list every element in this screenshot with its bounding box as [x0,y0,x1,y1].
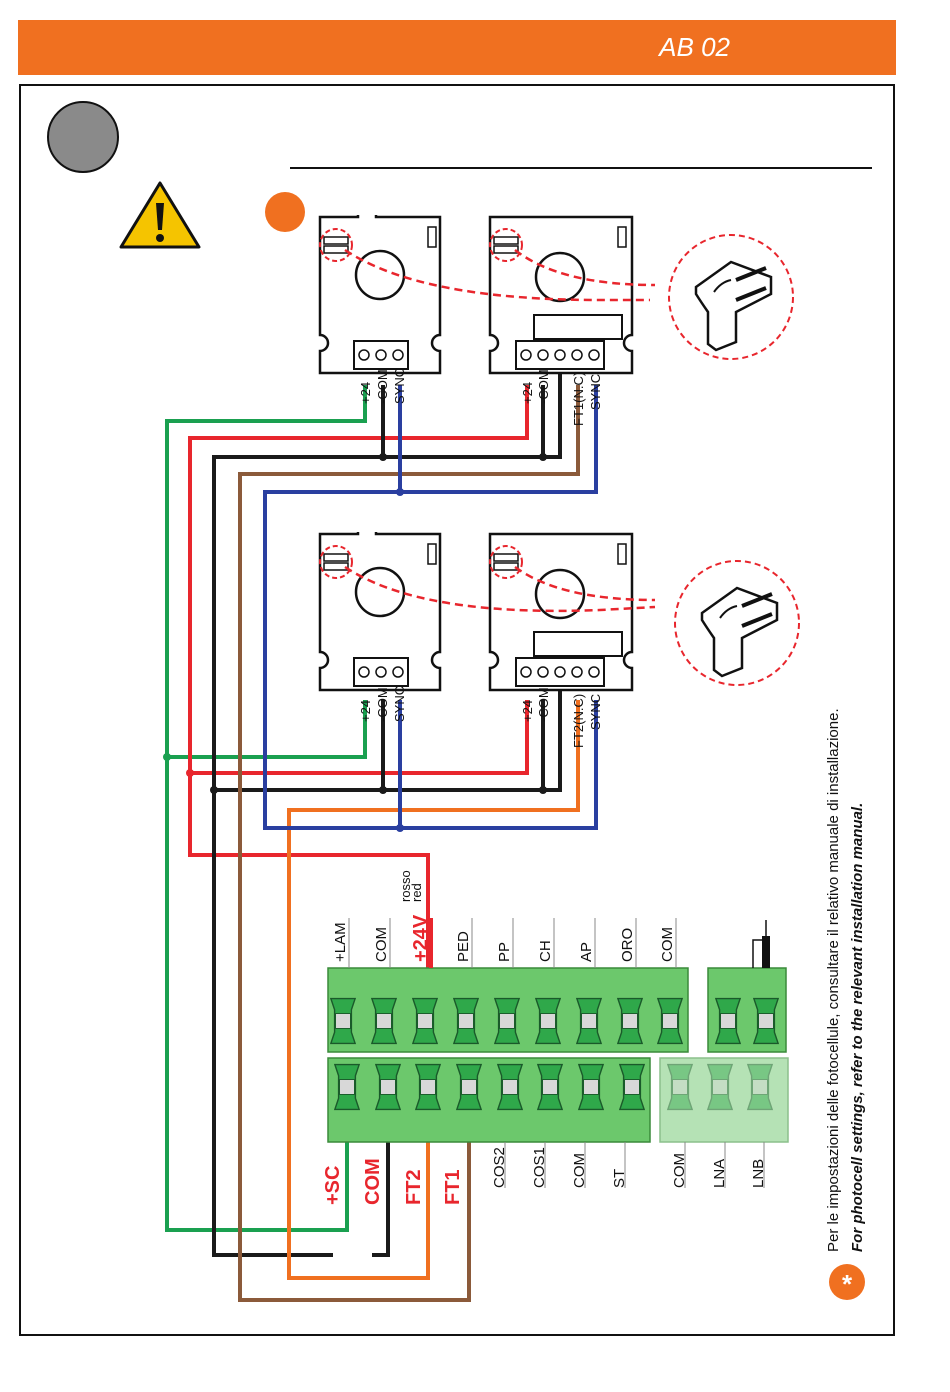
terminal-label-bottom: LNA [711,1159,728,1188]
terminal-label-top: +LAM [332,922,349,962]
terminal-block [327,920,789,1143]
wire-green [165,385,367,1232]
terminal-label-bottom: FT2 [403,1169,425,1205]
terminal-screw[interactable] [576,997,602,1045]
terminal-screw[interactable] [578,1063,604,1111]
step-circle-icon [47,101,119,173]
note-italian: Per le impostazioni delle fotocellule, c… [825,708,842,1252]
svg-text:+24: +24 [358,382,373,404]
wire-red-2 [190,700,529,775]
terminal-screw[interactable] [371,997,397,1045]
wire-note-it: rosso [398,870,413,902]
wire-brown [238,385,580,1302]
svg-text:-COM: -COM [536,687,551,722]
note-english: For photocell settings, refer to the rel… [849,803,866,1252]
terminal-label-top: +24V [410,914,432,962]
svg-text:SYNC: SYNC [392,686,407,722]
svg-text:-COM: -COM [536,369,551,404]
terminal-screw[interactable] [497,1063,523,1111]
terminal-screw[interactable] [330,997,356,1045]
terminal-label-bottom: +SC [322,1166,344,1205]
terminal-screw[interactable] [412,997,438,1045]
terminal-label-bottom: COM [362,1158,384,1205]
terminal-label-top: COM [659,927,676,962]
terminal-screw[interactable] [494,997,520,1045]
terminal-label-bottom: LNB [750,1159,767,1188]
terminal-screw[interactable] [747,1063,773,1111]
terminal-label-top: PED [455,931,472,962]
warning-icon [119,181,201,249]
wires [163,370,598,1302]
note-badge-star: * [842,1269,853,1299]
jumper-arrow [344,248,650,302]
terminal-screw[interactable] [456,1063,482,1111]
terminal-screw[interactable] [753,997,779,1045]
terminal-screw[interactable] [375,1063,401,1111]
terminal-screw[interactable] [453,997,479,1045]
photocell-bottom-tx [318,532,442,692]
wire-com [372,1140,390,1257]
terminal-label-top: COM [373,927,390,962]
wire-orange [287,700,580,1280]
terminal-screw[interactable] [617,997,643,1045]
jumper-connector-icon [667,233,795,361]
terminal-screw[interactable] [707,1063,733,1111]
svg-text:SYNC: SYNC [588,374,603,410]
photocell-top-rx [488,215,634,375]
svg-text:SYNC: SYNC [392,368,407,404]
terminal-screw[interactable] [535,997,561,1045]
wire-blue [263,385,598,830]
svg-text:+24: +24 [520,700,535,722]
wire-note-en: red [409,883,424,902]
header-bar [18,20,896,75]
svg-text:FT1(N.C): FT1(N.C) [571,372,586,426]
terminal-screw[interactable] [415,1063,441,1111]
note-badge [829,1264,865,1300]
svg-text:+24: +24 [358,700,373,722]
wire-green-2 [167,700,367,759]
svg-text:+24: +24 [520,382,535,404]
jumper-connector-icon [673,559,801,687]
svg-text:SYNC: SYNC [588,694,603,730]
terminal-label-bottom: COS1 [531,1147,548,1188]
terminal-label-top: ORO [619,928,636,962]
terminal-label-bottom: COM [571,1153,588,1188]
svg-text:FT2(N.C): FT2(N.C) [571,694,586,748]
terminal-label-bottom: FT1 [442,1169,464,1205]
terminal-screw[interactable] [537,1063,563,1111]
terminal-screw[interactable] [667,1063,693,1111]
svg-text:-COM: -COM [375,369,390,404]
terminal-screw[interactable] [657,997,683,1045]
svg-text:-COM: -COM [375,687,390,722]
photocell-labels: +24 -COM SYNC +24 -COM FT1(N.C) SYNC +24… [358,368,603,748]
terminal-label-top: CH [537,940,554,962]
terminal-label-top: PP [496,942,513,962]
page-code: AB 02 [657,32,730,62]
sub-step-circle-icon [265,192,305,232]
terminal-label-bottom: ST [611,1169,628,1188]
wire-red [188,385,529,970]
terminal-label-top: AP [578,942,595,962]
terminal-screw[interactable] [334,1063,360,1111]
frame [19,84,895,1336]
terminal-screw[interactable] [619,1063,645,1111]
terminal-label-bottom: COS2 [491,1147,508,1188]
photocell-top-tx [318,215,442,375]
terminal-label-bottom: COM [671,1153,688,1188]
terminal-screw[interactable] [715,997,741,1045]
wire-black [212,385,385,1257]
